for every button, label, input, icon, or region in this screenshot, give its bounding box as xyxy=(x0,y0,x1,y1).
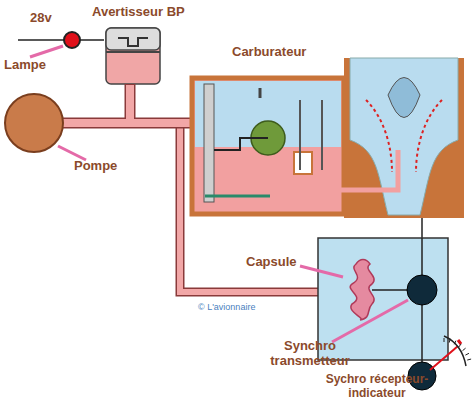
leader-line xyxy=(332,300,408,342)
dial-tick xyxy=(462,348,465,351)
rod xyxy=(299,100,301,170)
pressure-switch-box: Avertisseur BP xyxy=(92,4,178,84)
part-label: Synchro transmetteur xyxy=(262,338,358,368)
part-label: Pompe xyxy=(74,158,117,173)
diffuser xyxy=(388,78,420,118)
pressure-switch-body xyxy=(106,28,160,84)
dial-tick xyxy=(454,341,456,345)
leader-line xyxy=(300,266,343,277)
part-label: Lampe xyxy=(4,57,46,72)
leader-line xyxy=(30,46,63,57)
drain-screw xyxy=(205,195,270,198)
dial-tick xyxy=(459,344,461,347)
dial-tick xyxy=(465,353,469,355)
pump-symbol xyxy=(5,94,63,152)
dial-scale xyxy=(444,336,466,366)
needle-tip xyxy=(458,340,461,344)
carburetor-box: Carburateur xyxy=(190,44,466,218)
node-heading: Carburateur xyxy=(232,44,306,59)
dial-ticks xyxy=(444,338,471,360)
part-label: Sychro récepteur-indicateur xyxy=(312,372,442,400)
float-arm xyxy=(214,138,268,150)
dial-tick xyxy=(467,359,471,361)
fuel-pipe xyxy=(130,84,192,123)
needle-valve xyxy=(204,84,214,202)
pipe-connector xyxy=(130,84,192,123)
synchro-transmitter xyxy=(407,275,437,305)
voltage-label: 28v xyxy=(30,10,52,25)
carburetor-body xyxy=(344,58,464,218)
pipe-connector xyxy=(126,85,134,122)
capsule-symbol xyxy=(350,260,374,321)
shaft xyxy=(421,218,423,238)
indicator-needle xyxy=(430,346,458,370)
part-label: Capsule xyxy=(246,254,297,269)
rod xyxy=(321,100,323,170)
dial-tick xyxy=(449,339,451,343)
transmitter-housing xyxy=(318,238,448,360)
switch-contact xyxy=(118,38,148,46)
wire xyxy=(18,39,104,41)
watermark: © L'avionnaire xyxy=(198,300,255,315)
diaphragm xyxy=(106,51,160,53)
node-heading: Avertisseur BP xyxy=(92,4,185,19)
fuel-passage xyxy=(340,150,398,190)
jet-chamber xyxy=(294,152,312,174)
vent xyxy=(259,88,262,98)
float-chamber xyxy=(192,78,344,214)
leader-line xyxy=(58,146,86,160)
switch-head xyxy=(106,28,160,50)
lamp-symbol xyxy=(64,32,80,48)
dial-tick xyxy=(444,338,445,342)
